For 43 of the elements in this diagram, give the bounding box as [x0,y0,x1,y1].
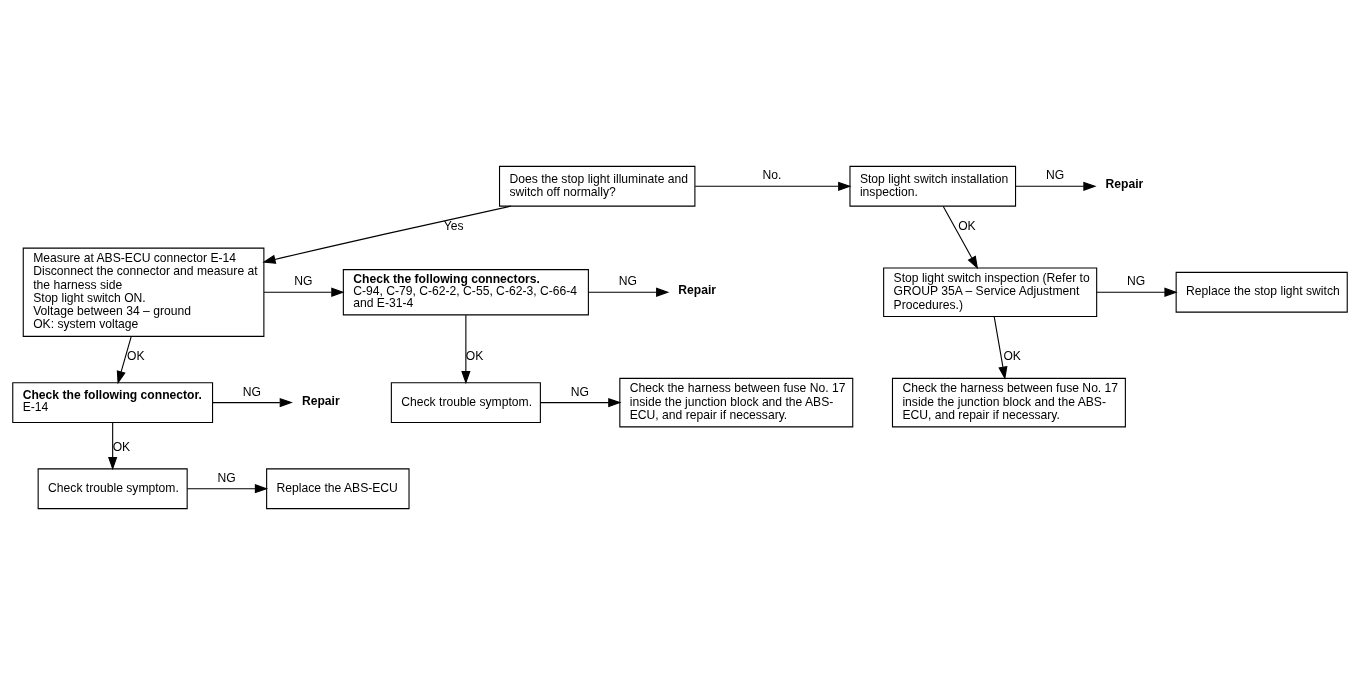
arrow [588,287,670,297]
node-box: Does the stop light illuminate and switch off normally? [498,165,696,207]
edge-label: No. [762,168,782,183]
arrow [1096,287,1178,297]
arrow [263,287,345,297]
node-box: Replace the ABS-ECU [266,468,410,510]
node-box: Check trouble symptom. [37,468,188,510]
edge-label: NG [1045,168,1065,183]
node-box: Measure at ABS-ECU connector E-14 Disconnect the connector and measure at the harness side Stop light switch ON. Voltage between 34 – ground OK: system voltage [22,247,265,337]
arrow [993,316,1008,380]
node-box: Check the following connectors. C-94, C-79, C-62-2, C-55, C-62-3, C-66-4 and E-31-4 [342,269,589,316]
node-box: Check trouble symptom. [390,382,541,424]
arrow [186,484,269,494]
edge-label: OK [465,349,484,364]
arrow [1015,181,1097,191]
arrow [116,335,132,385]
arrow [461,314,471,385]
node-box: Stop light switch inspection (Refer to GROUP 35A – Service Adjustment Procedures.) [883,267,1098,318]
arrow [262,205,512,264]
edge-label: NG [242,384,261,399]
edge-label: NG [570,384,589,399]
edge-label: NG [618,274,637,289]
edge-label: OK [1003,349,1021,364]
edge-label: OK [958,219,976,234]
node-text: Repair [678,283,717,298]
edge-label: NG [217,470,236,485]
node-box: Check the harness between fuse No. 17 inside the junction block and the ABS-ECU, and repair if necessary. [619,377,854,428]
node-text: Repair [301,393,340,408]
arrow [539,398,622,408]
edge-label: NG [294,274,313,289]
edge-label: Yes [443,219,464,234]
arrow [212,398,293,408]
edge-label: OK [112,439,131,454]
arrow [942,205,979,270]
edge-label: NG [1127,274,1146,289]
arrow [694,181,852,191]
arrow [108,422,118,471]
node-box: Check the following connector. E-14 [12,382,214,424]
node-box: Check the harness between fuse No. 17 inside the junction block and the ABS-ECU, and repair if necessary. [891,377,1126,428]
node-box: Stop light switch installation inspection. [849,165,1017,207]
node-box: Replace the stop light switch [1175,271,1348,313]
node-text: Repair [1105,177,1144,192]
edge-label: OK [127,349,145,364]
